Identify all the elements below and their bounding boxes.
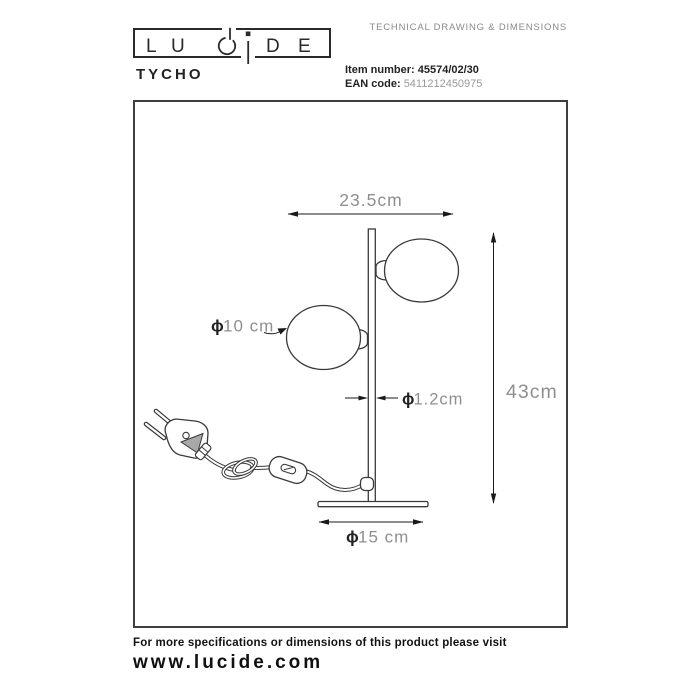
ean-label: EAN code: (345, 77, 401, 90)
plug-neck (194, 442, 212, 461)
lucide-logo: L U D E (133, 27, 331, 64)
logo-letter-l: L (146, 36, 157, 57)
pole-diameter-value: 1.2cm (414, 391, 464, 409)
logo-letter-i-stylized (245, 31, 251, 64)
base-diameter-value: 15 cm (358, 528, 409, 547)
dimension-width: 23.5cm (287, 190, 454, 217)
cord-knot (221, 457, 258, 480)
shade-diameter-value: 10 cm (223, 317, 274, 336)
upper-globe (383, 238, 460, 303)
base-diameter-symbol: ϕ (346, 528, 359, 547)
lower-globe (285, 304, 362, 371)
plug-shading (179, 432, 204, 454)
footer-text: For more specifications or dimensions of… (133, 637, 507, 649)
item-number-label: Item number: (345, 64, 415, 76)
cord-pole-connector (359, 476, 375, 492)
logo-letter-e: E (298, 36, 311, 57)
width-value: 23.5cm (339, 190, 402, 210)
product-name: TYCHO (136, 66, 204, 83)
logo-letter-d: D (266, 36, 280, 57)
ean-row: EAN code: 5411212450975 (345, 78, 482, 92)
dimension-base-diameter: ϕ 15 cm (318, 519, 424, 547)
plug-screw (182, 431, 190, 440)
lamp-technical-drawing: 23.5cm 43cm ϕ 10 cm ϕ 1.2cm (143, 190, 558, 547)
ean-value: 5411212450975 (403, 77, 483, 90)
drawing-frame: 23.5cm 43cm ϕ 10 cm ϕ 1.2cm (133, 100, 568, 628)
height-value: 43cm (506, 381, 558, 403)
lamp-pole (367, 228, 376, 504)
product-codes: Item number: 45574/02/30 EAN code: 54112… (345, 64, 482, 91)
item-number-value: 45574/02/30 (417, 64, 479, 76)
inline-switch (268, 455, 308, 485)
pole-diameter-symbol: ϕ (402, 391, 414, 409)
dimension-pole-diameter: ϕ 1.2cm (345, 391, 464, 409)
website-link[interactable]: www.lucide.com (133, 652, 324, 673)
lamp-base (317, 500, 429, 508)
lamp-structure (285, 228, 460, 508)
logo-box (133, 28, 331, 58)
dimension-height: 43cm (490, 232, 558, 504)
cord-assembly (143, 408, 375, 492)
logo-letter-u: U (171, 36, 185, 57)
footer: For more specifications or dimensions of… (133, 637, 507, 674)
logo-letter-c-stylized (217, 27, 237, 56)
item-number-row: Item number: 45574/02/30 (345, 64, 482, 78)
power-plug (143, 408, 212, 461)
technical-drawing-label: TECHNICAL DRAWING & DIMENSIONS (369, 22, 567, 33)
shade-diameter-symbol: ϕ (211, 317, 224, 336)
dimension-shade-diameter: ϕ 10 cm (211, 317, 287, 336)
